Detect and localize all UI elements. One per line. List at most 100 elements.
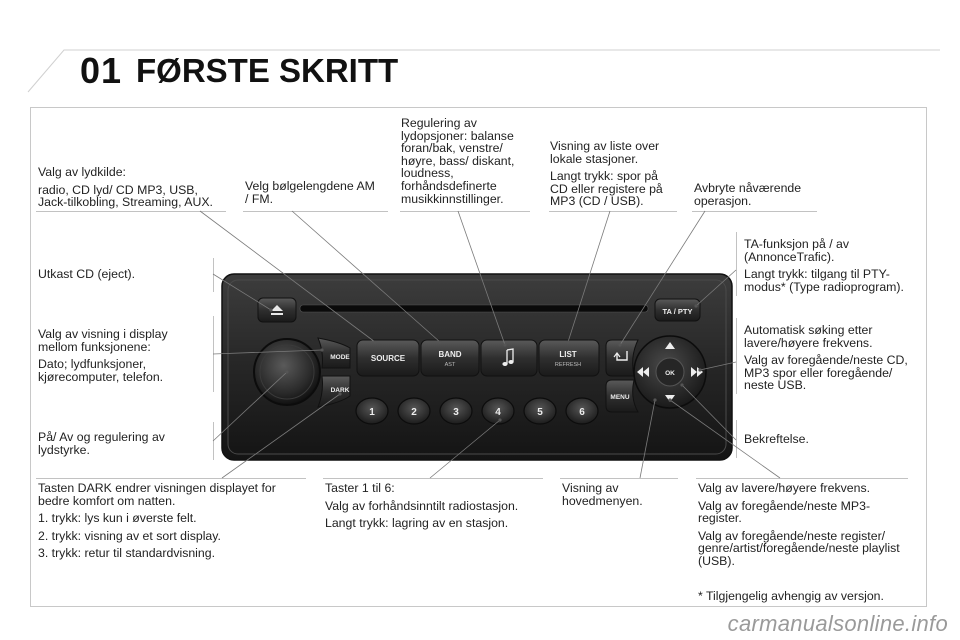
annotation-presets: Taster 1 til 6: Valg av forhåndsinntilt … — [325, 482, 545, 530]
divider — [696, 478, 908, 479]
annotation-text: Automatisk søking etter lavere/høyere fr… — [744, 323, 873, 350]
annotation-ok: Bekreftelse. — [744, 433, 894, 446]
leader-dots — [269, 304, 702, 422]
chapter-number: 01 — [80, 50, 123, 91]
preset-button-4[interactable]: 4 — [481, 397, 515, 425]
annotation-power: På/ Av og regulering av lydstyrke. — [38, 431, 208, 456]
menu-label: MENU — [610, 394, 629, 401]
eject-button[interactable] — [257, 297, 297, 323]
preset-button-3[interactable]: 3 — [439, 397, 473, 425]
annotation-text: Tasten DARK endrer visningen displayet f… — [38, 481, 276, 508]
annotation-text: Visning av hovedmenyen. — [562, 481, 643, 508]
list-sub-label: REFRESH — [555, 362, 581, 368]
annotation-text: Dato; lydfunksjoner, kjørecomputer, tele… — [38, 357, 164, 384]
divider — [736, 420, 737, 458]
annotation-auto-search: Automatisk søking etter lavere/høyere fr… — [744, 324, 924, 392]
ok-label: OK — [665, 370, 675, 377]
annotation-list: Visning av liste over lokale stasjoner. … — [550, 140, 675, 208]
annotation-dark: Tasten DARK endrer visningen displayet f… — [38, 482, 303, 560]
music-note-icon — [502, 348, 514, 366]
menu-button[interactable]: MENU — [605, 379, 639, 413]
dark-label: DARK — [331, 387, 350, 394]
header-corner-decoration — [27, 49, 940, 93]
annotation-eject: Utkast CD (eject). — [38, 268, 208, 281]
annotation-text: 1. trykk: lys kun i øverste felt. — [38, 511, 197, 526]
divider — [323, 478, 543, 479]
navigation-pad[interactable]: OK — [633, 335, 707, 409]
annotation-text: Taster 1 til 6: — [325, 481, 395, 495]
divider — [400, 211, 530, 212]
chapter-title: FØRSTE SKRITT — [136, 52, 399, 89]
annotation-ta: TA-funksjon på / av (AnnonceTrafic). Lan… — [744, 238, 924, 293]
preset-button-6[interactable]: 6 — [565, 397, 599, 425]
annotation-menu: Visning av hovedmenyen. — [562, 482, 672, 507]
preset-button-1[interactable]: 1 — [355, 397, 389, 425]
annotation-mode: Valg av visning i display mellom funksjo… — [38, 328, 208, 383]
preset-button-5[interactable]: 5 — [523, 397, 557, 425]
footnote: * Tilgjengelig avhengig av versjon. — [698, 589, 884, 603]
annotation-text: Visning av liste over lokale stasjoner. — [550, 139, 660, 166]
divider — [736, 318, 737, 394]
annotation-text: 3. trykk: retur til standardvisning. — [38, 546, 216, 561]
cd-slot — [299, 304, 649, 313]
preset-label: 3 — [453, 407, 459, 418]
annotation-text: Langt trykk: lagring av en stasjon. — [325, 516, 509, 531]
dark-button[interactable]: DARK — [317, 375, 351, 408]
annotation-text: På/ Av og regulering av lydstyrke. — [38, 430, 165, 457]
annotation-text: Valg av visning i display mellom funksjo… — [38, 327, 168, 354]
preset-label: 4 — [495, 407, 501, 418]
annotation-audio: Regulering av lydopsjoner: balanse foran… — [401, 117, 531, 205]
annotation-text: Utkast CD (eject). — [38, 267, 136, 281]
mode-button[interactable]: MODE — [317, 337, 351, 369]
source-button[interactable]: SOURCE — [356, 339, 420, 377]
annotation-text: Langt trykk: spor på CD eller registere … — [550, 169, 663, 209]
annotation-text: Valg av foregående/neste register/ genre… — [698, 528, 900, 568]
watermark: carmanualsonline.info — [727, 611, 948, 636]
divider — [560, 478, 678, 479]
annotation-text: TA-funksjon på / av (AnnonceTrafic). — [744, 237, 850, 264]
annotation-text: Bekreftelse. — [744, 432, 809, 446]
preset-label: 6 — [579, 407, 585, 418]
annotation-text: Avbryte nåværende operasjon. — [694, 181, 802, 208]
annotation-text: Valg av lavere/høyere frekvens. — [698, 481, 871, 495]
divider — [692, 211, 817, 212]
annotation-text: Regulering av lydopsjoner: balanse foran… — [401, 116, 515, 206]
list-label: LIST — [559, 350, 576, 359]
preset-label: 5 — [537, 407, 543, 418]
annotation-text: Valg av lydkilde: — [38, 165, 126, 179]
annotation-updown: Valg av lavere/høyere frekvens. Valg av … — [698, 482, 913, 568]
up-triangle-icon — [665, 342, 675, 349]
leader-lines — [199, 210, 781, 479]
back-button[interactable] — [605, 339, 639, 377]
divider — [549, 211, 677, 212]
band-sub-label: AST — [445, 362, 456, 368]
annotation-text: Valg av forhåndsinntilt radiostasjon. — [325, 498, 519, 513]
back-arrow-icon — [613, 351, 628, 361]
annotation-text: Langt trykk: tilgang til PTY-modus* (Typ… — [744, 267, 904, 294]
ta-pty-button[interactable]: TA / PTY — [654, 298, 701, 322]
divider — [36, 211, 226, 212]
content-frame — [30, 107, 927, 607]
mode-label: MODE — [330, 354, 350, 361]
audio-settings-button[interactable] — [480, 339, 538, 377]
annotation-back: Avbryte nåværende operasjon. — [694, 182, 824, 207]
preset-label: 2 — [411, 407, 417, 418]
source-label: SOURCE — [371, 354, 406, 363]
list-button[interactable]: LIST REFRESH — [538, 339, 600, 377]
preset-label: 1 — [369, 407, 375, 418]
annotation-text: Valg av foregående/neste CD, MP3 spor el… — [744, 353, 908, 393]
annotation-text: Valg av foregående/neste MP3-register. — [698, 498, 871, 526]
annotation-text: 2. trykk: visning av et sort display. — [38, 528, 221, 543]
band-button[interactable]: BAND AST — [420, 339, 480, 377]
band-label: BAND — [438, 350, 461, 359]
preset-button-2[interactable]: 2 — [397, 397, 431, 425]
divider — [736, 232, 737, 296]
divider — [213, 258, 214, 292]
divider — [36, 478, 306, 479]
annotation-source: Valg av lydkilde: radio, CD lyd/ CD MP3,… — [38, 166, 228, 209]
preset-buttons-row: 1 2 3 4 5 6 — [355, 397, 599, 425]
eject-icon — [271, 305, 283, 315]
ta-pty-label: TA / PTY — [663, 307, 693, 316]
rewind-icon — [637, 367, 649, 377]
